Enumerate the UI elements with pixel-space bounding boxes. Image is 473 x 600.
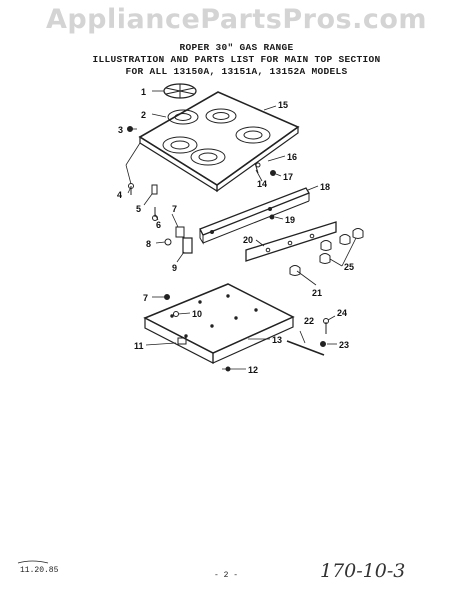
callout-11: 11 (134, 341, 144, 351)
callout-2: 2 (141, 110, 146, 120)
pilot-tube (286, 318, 329, 356)
callout-23: 23 (339, 340, 349, 350)
callout-22: 22 (304, 316, 314, 326)
control-knobs (289, 228, 364, 276)
manifold-bracket (199, 187, 310, 245)
callout-25: 25 (344, 262, 354, 272)
diagram-title: ROPER 30" GAS RANGE (179, 42, 294, 53)
callout-18: 18 (320, 182, 330, 192)
main-top-panel (138, 91, 300, 193)
diagram-subtitle: ILLUSTRATION AND PARTS LIST FOR MAIN TOP… (92, 54, 381, 65)
date-stroke (17, 560, 49, 564)
callout-12: 12 (248, 365, 258, 375)
site-watermark: AppliancePartsPros.com (45, 4, 428, 35)
callout-5: 5 (136, 204, 141, 214)
callout-16: 16 (287, 152, 297, 162)
callout-7: 7 (172, 204, 177, 214)
callout-1: 1 (141, 87, 146, 97)
callout-19: 19 (285, 215, 295, 225)
callout-14: 14 (257, 179, 267, 189)
callout-9: 9 (172, 263, 177, 273)
leader-lines (125, 90, 357, 370)
front-control-panel (245, 221, 337, 262)
hardware-parts (127, 126, 276, 254)
callout-24: 24 (337, 308, 347, 318)
callout-15: 15 (278, 100, 288, 110)
callout-7-lower: 7 (143, 293, 148, 303)
callout-6: 6 (156, 220, 161, 230)
callout-13: 13 (272, 335, 282, 345)
callout-20: 20 (243, 235, 253, 245)
revision-date: 11.20.85 (20, 566, 59, 575)
burner-grate (163, 83, 197, 99)
callout-3: 3 (118, 125, 123, 135)
callout-10: 10 (192, 309, 202, 319)
callout-8: 8 (146, 239, 151, 249)
callout-17: 17 (283, 172, 293, 182)
callout-21: 21 (312, 288, 322, 298)
burner-box-pan (143, 283, 295, 372)
handwritten-note: 170-10-3 (320, 560, 406, 582)
model-list: FOR ALL 13150A, 13151A, 13152A MODELS (125, 66, 348, 77)
page-number: - 2 - (214, 571, 239, 580)
callout-labels: 1 2 3 4 5 6 7 8 9 10 11 12 13 14 15 16 1… (117, 87, 354, 375)
callout-4: 4 (117, 190, 122, 200)
